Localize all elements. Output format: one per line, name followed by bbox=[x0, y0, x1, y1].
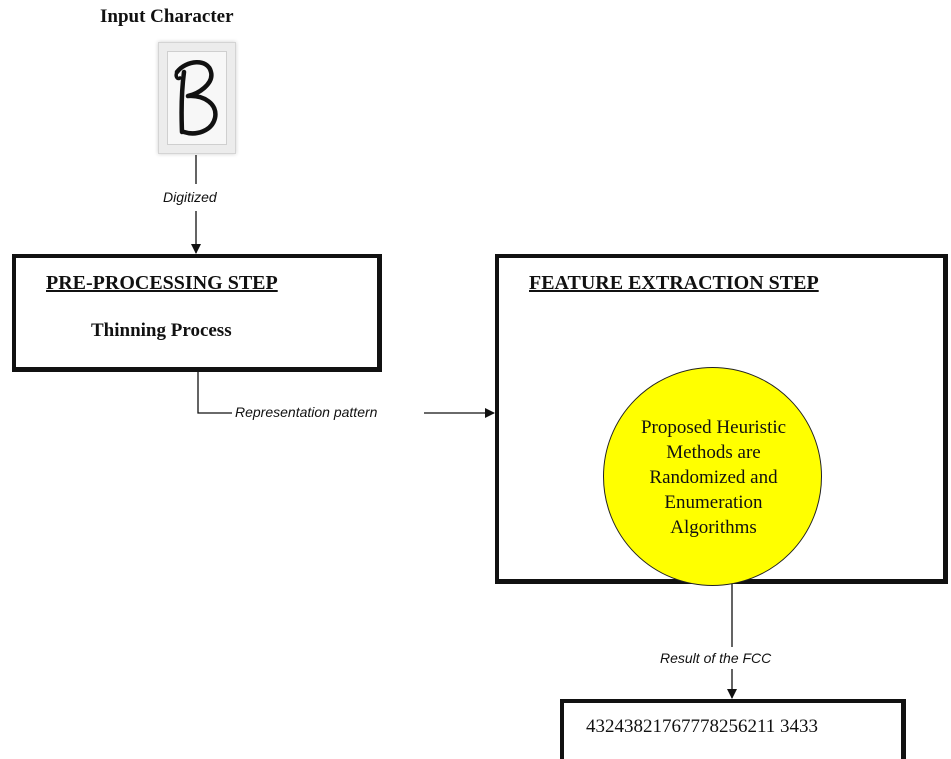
preprocessing-step-box: PRE-PROCESSING STEP Thinning Process bbox=[12, 254, 382, 372]
preprocessing-title: PRE-PROCESSING STEP bbox=[46, 272, 278, 294]
fcc-result-code: 43243821767778256211 3433 bbox=[586, 716, 819, 737]
edge-label-result-fcc: Result of the FCC bbox=[660, 650, 772, 666]
edge-label-digitized: Digitized bbox=[163, 189, 217, 205]
circle-line-2: Methods are bbox=[666, 442, 761, 463]
heuristic-methods-circle: Proposed Heuristic Methods are Randomize… bbox=[603, 367, 822, 586]
fcc-result-box: 43243821767778256211 3433 bbox=[560, 699, 906, 759]
character-glyph-canvas bbox=[167, 51, 227, 145]
feature-extraction-title: FEATURE EXTRACTION STEP bbox=[529, 272, 819, 294]
handwritten-b-glyph bbox=[174, 60, 218, 136]
preprocessing-subtitle: Thinning Process bbox=[91, 320, 232, 341]
input-character-image bbox=[158, 42, 236, 154]
circle-line-4: Enumeration bbox=[664, 492, 763, 513]
circle-line-5: Algorithms bbox=[670, 517, 757, 538]
connector-representation-left bbox=[197, 372, 232, 414]
edge-label-representation: Representation pattern bbox=[235, 404, 378, 420]
circle-line-3: Randomized and bbox=[649, 467, 778, 488]
circle-line-1: Proposed Heuristic bbox=[640, 417, 787, 438]
heuristic-methods-text: Proposed Heuristic Methods are Randomize… bbox=[604, 368, 823, 587]
input-character-title: Input Character bbox=[100, 6, 234, 27]
